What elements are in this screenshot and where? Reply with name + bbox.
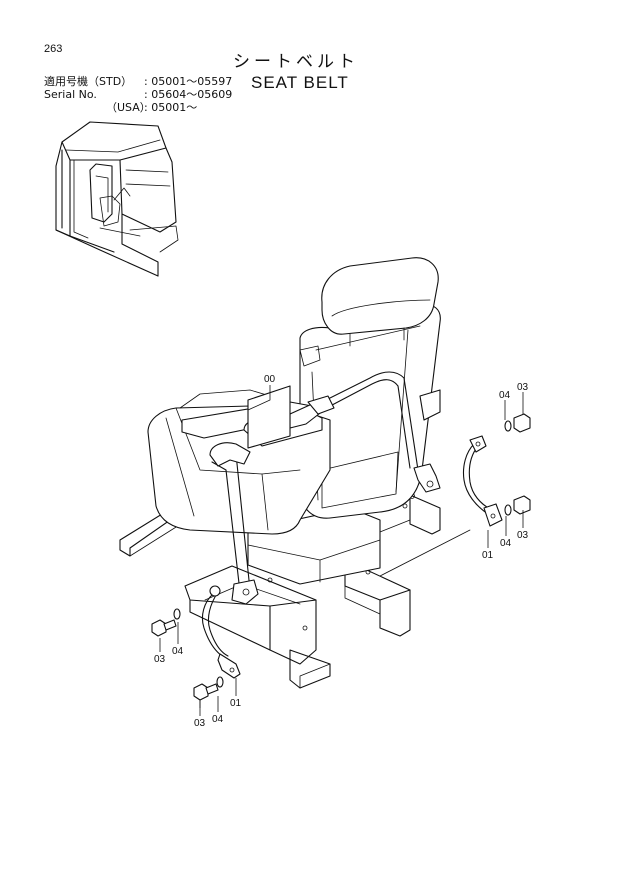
serial-range-no: : 05604～05609 <box>144 88 233 101</box>
callout-labels: 00 04 03 01 04 03 03 04 03 04 01 <box>154 374 529 729</box>
serial-label-usa: （USA） <box>106 101 151 114</box>
callout-04-left: 04 <box>172 646 184 657</box>
callout-01-right: 01 <box>482 550 494 561</box>
serial-range-std: : 05001～05597 <box>144 75 233 88</box>
serial-range-usa: : 05001～ <box>144 101 198 114</box>
callout-00: 00 <box>264 374 276 385</box>
seat-belt-assembly <box>209 371 441 605</box>
callout-04-lower-right: 04 <box>500 538 512 549</box>
leader-lines <box>159 385 524 716</box>
serial-label-no: Serial No. <box>44 88 97 101</box>
callout-03-bottom-left: 03 <box>194 718 206 729</box>
title-english: SEAT BELT <box>251 73 349 92</box>
callout-03-lower-right: 03 <box>517 530 529 541</box>
right-anchor-hardware <box>379 413 531 577</box>
cab-location-thumbnail <box>55 121 179 277</box>
callout-03-left: 03 <box>154 654 166 665</box>
page-number: 263 <box>44 43 63 55</box>
callout-01-left: 01 <box>230 698 242 709</box>
callout-04-upper-right: 04 <box>499 390 511 401</box>
serial-label-std: 適用号機（STD） <box>44 75 133 88</box>
callout-04-bottom-left: 04 <box>212 714 224 725</box>
left-anchor-hardware <box>151 585 241 701</box>
callout-03-upper-right: 03 <box>517 382 529 393</box>
seat-base-frame <box>119 493 441 689</box>
title-japanese: シートベルト <box>233 52 359 72</box>
